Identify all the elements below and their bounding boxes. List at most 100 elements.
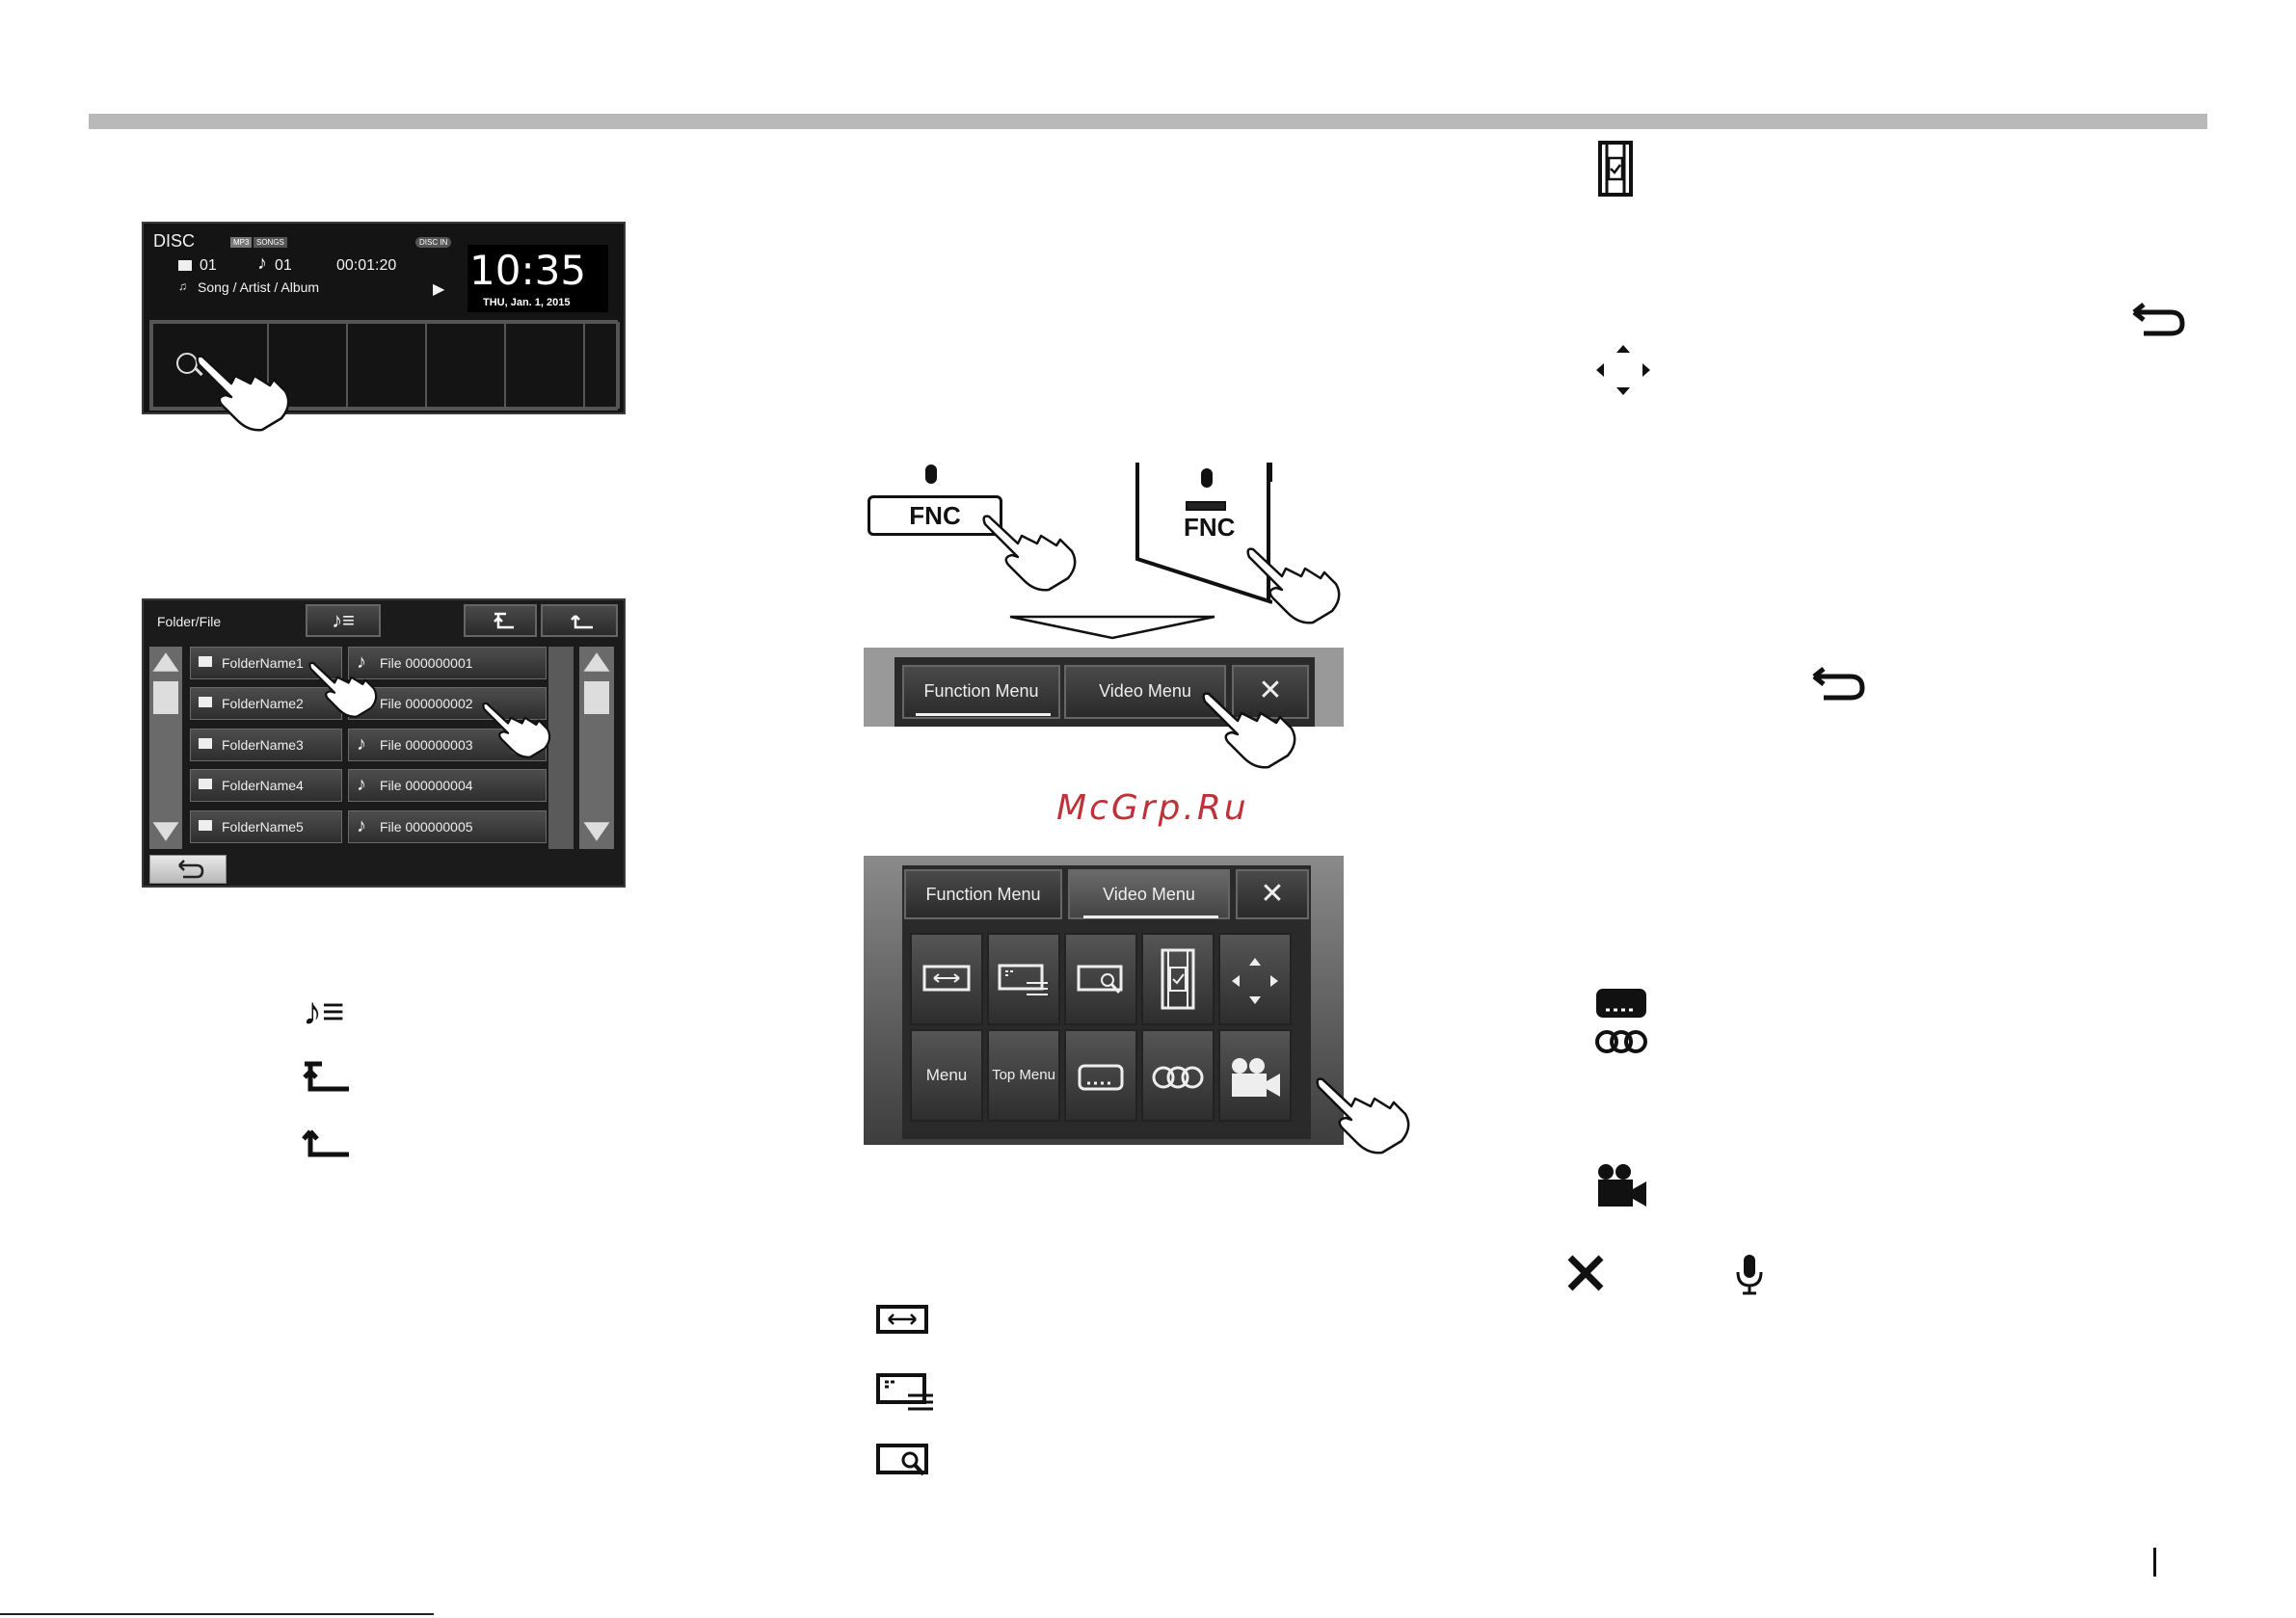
songs-badge: SONGS (254, 237, 287, 248)
disc-in-badge-text: DISC IN (419, 238, 448, 247)
scroll-thumb[interactable] (584, 681, 609, 714)
zoom-button[interactable] (1064, 933, 1137, 1025)
folder-icon (178, 260, 192, 271)
file-name: File 000000001 (380, 655, 473, 671)
aspect-ratio-icon (922, 965, 971, 992)
file-name: File 000000004 (380, 778, 473, 793)
audio-icon (1152, 1066, 1204, 1089)
back-arrow-icon (178, 860, 204, 879)
scroll-up-icon[interactable] (583, 652, 610, 672)
scroll-thumb[interactable] (153, 681, 178, 714)
folder-number: 01 (200, 257, 217, 274)
scroll-up-icon[interactable] (152, 652, 179, 672)
folder-item[interactable]: FolderName5 (190, 810, 342, 843)
file-item[interactable]: ♪File 000000004 (348, 769, 547, 802)
video-menu-label: Video Menu (1099, 681, 1191, 701)
video-camera-icon (1232, 1058, 1280, 1097)
menu-label: Menu (925, 1066, 968, 1084)
function-menu-label: Function Menu (925, 885, 1041, 904)
left-scrollbar[interactable] (149, 647, 182, 849)
file-item[interactable]: ♪File 000000002 (348, 687, 547, 720)
menu-bar-screen: Function Menu Video Menu ✕ (864, 648, 1344, 727)
clock-time: 10:35 (469, 247, 587, 294)
note-icon: ♪ (257, 252, 267, 274)
list-column-shade (548, 647, 574, 849)
audio-button[interactable] (1141, 1029, 1215, 1122)
subtitle-icon (1078, 1064, 1124, 1091)
note-icon: ♪ (357, 815, 366, 836)
film-check-button[interactable] (1141, 933, 1215, 1025)
zoom-icon (1077, 965, 1123, 994)
video-camera-icon (1598, 1164, 1646, 1207)
back-arrow-icon (1812, 667, 1865, 701)
right-scrollbar[interactable] (579, 647, 614, 849)
hand-pointer-icon (1246, 547, 1341, 624)
subtitle-button[interactable] (1064, 1029, 1137, 1122)
folder-icon (199, 820, 212, 831)
shortcut-slot-4[interactable] (425, 322, 506, 409)
folder-name: FolderName1 (222, 655, 304, 671)
folder-icon (199, 697, 212, 707)
fnc-label: FNC (909, 501, 961, 530)
function-menu-tab[interactable]: Function Menu (902, 665, 1060, 719)
back-button[interactable] (149, 855, 227, 884)
header-rule (89, 114, 2207, 129)
root-folder-button[interactable] (464, 604, 537, 637)
menu-bar-panel: Function Menu Video Menu ✕ (894, 657, 1315, 727)
video-menu-panel: Function Menu Video Menu ✕ Menu Top Menu (902, 865, 1311, 1139)
search-icon (176, 353, 198, 374)
fnc-button-left[interactable]: FNC (868, 495, 1002, 536)
fnc-button-right[interactable]: FNC (1184, 513, 1236, 542)
back-arrow-icon (2132, 303, 2185, 336)
folder-file-screen: Folder/File ♪≡ FolderName1 FolderName2 F… (142, 598, 626, 888)
disc-in-badge: DISC IN (415, 237, 452, 248)
file-item[interactable]: ♪File 000000005 (348, 810, 547, 843)
list-mode-button[interactable]: ♪≡ (306, 604, 381, 637)
track-number: 01 (275, 257, 292, 274)
video-menu-tab[interactable]: Video Menu (1068, 869, 1230, 919)
close-icon (1567, 1255, 1604, 1291)
music-list-icon: ♪≡ (303, 991, 345, 1033)
scroll-down-icon[interactable] (152, 822, 179, 841)
menu-button[interactable]: Menu (910, 1029, 983, 1122)
video-menu-underline (1083, 915, 1218, 918)
close-button[interactable]: ✕ (1232, 665, 1309, 719)
song-info-icon: ♫ (178, 279, 187, 293)
device-panel-outline (1135, 463, 1272, 604)
file-item[interactable]: ♪ File 000000001 (348, 647, 547, 679)
folder-icon (199, 656, 212, 667)
function-menu-tab[interactable]: Function Menu (904, 869, 1062, 919)
top-menu-button[interactable]: Top Menu (987, 1029, 1060, 1122)
mic-icon (1201, 468, 1213, 488)
source-label: DISC (153, 231, 196, 251)
folder-name: FolderName3 (222, 737, 304, 753)
close-button[interactable]: ✕ (1236, 869, 1309, 919)
shortcut-slot-3[interactable] (346, 322, 427, 409)
root-folder-icon (494, 612, 514, 629)
fnc-indicator (1186, 501, 1226, 511)
scroll-down-icon[interactable] (583, 822, 610, 841)
folder-icon (199, 738, 212, 749)
function-menu-label: Function Menu (923, 681, 1039, 701)
picture-adjust-button[interactable] (987, 933, 1060, 1025)
shortcut-slot-6[interactable] (583, 322, 620, 409)
folder-icon (199, 779, 212, 789)
aspect-ratio-button[interactable] (910, 933, 983, 1025)
top-menu-label: Top Menu (992, 1067, 1055, 1083)
angle-button[interactable] (1218, 1029, 1292, 1122)
hand-pointer-icon (482, 702, 551, 758)
folder-item[interactable]: FolderName4 (190, 769, 342, 802)
upper-folder-button[interactable] (541, 604, 618, 637)
note-icon: ♪ (357, 651, 366, 673)
video-menu-tab[interactable]: Video Menu (1064, 665, 1226, 719)
function-menu-underline (916, 713, 1051, 716)
cursor-button[interactable] (1218, 933, 1292, 1025)
shortcut-bar (149, 320, 620, 411)
shortcut-slot-5[interactable] (504, 322, 585, 409)
folder-item[interactable]: FolderName3 (190, 729, 342, 761)
subtitle-icon (1596, 989, 1646, 1018)
microphone-icon (1736, 1255, 1763, 1295)
down-arrow-icon (1009, 615, 1215, 640)
folder-name: FolderName2 (222, 696, 304, 711)
folder-item[interactable]: FolderName2 (190, 687, 342, 720)
